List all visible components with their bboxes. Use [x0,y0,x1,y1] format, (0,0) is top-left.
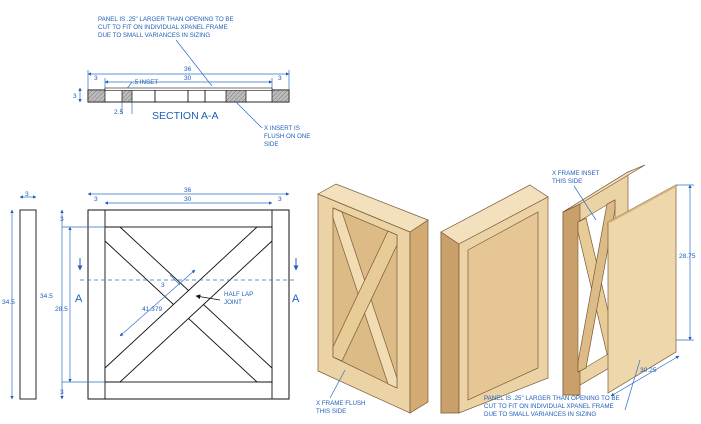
section-title: SECTION A-A [152,110,219,122]
section-view: PANEL IS .25" LARGER THAN OPENING TO BE … [73,16,310,148]
section-insert-note-line1: X INSERT IS [264,125,300,132]
section-x-member-right [225,89,247,103]
front-dim-inner: 30 [184,196,192,203]
iso-panel-leader [624,359,641,411]
section-panel [104,87,273,91]
section-panel-note-line1: PANEL IS .25" LARGER THAN OPENING TO BE [98,16,234,23]
front-dim-member: 3 [161,282,165,289]
side-stile [19,209,37,400]
side-dim-width: 3 [25,191,29,198]
iso2-left-edge [440,231,460,414]
front-dim-diag-line [119,269,196,337]
front-dim-top: 3 [60,216,64,223]
section-panel-note-line3: DUE TO SMALL VARIANCES IN SIZING [98,32,210,39]
section-mark-right: A [292,293,300,305]
section-outline [87,89,290,103]
iso3-left-edge [562,203,581,396]
front-dim-height: 34.5 [40,293,53,300]
section-panel-note-line2: CUT TO FIT ON INDIVIDUAL XPANEL FRAME [98,24,228,31]
section-dim-height: 3 [73,93,77,100]
section-mark-left: A [75,293,83,305]
section-x-member-left [121,89,133,103]
iso-panel-note-line2: CUT TO FIT ON INDIVIDUAL XPANEL FRAME [484,403,614,410]
iso-frame-inset: X FRAME INSET THIS SIDE 28.75 30.25 PANE… [484,164,696,418]
front-view: 36 30 3 3 34.5 28.5 3 3 A A 3 [40,187,300,400]
panel-edge [608,185,678,223]
front-dim-left: 3 [94,196,98,203]
iso-dim-panel-h: 28.75 [679,253,696,260]
iso-inset-leader [573,185,597,221]
front-dim-inner-height: 28.5 [55,306,68,313]
iso-panel-note-line1: PANEL IS .25" LARGER THAN OPENING TO BE [484,395,620,402]
iso1-top-edge [317,183,429,233]
iso-inset-note-line1: X FRAME INSET [552,170,600,177]
iso-flush-leader [329,369,346,399]
iso1-x-member-b [332,230,398,362]
section-inset-label: .5 INSET [133,79,158,86]
section-dim-right: 3 [278,75,282,82]
iso-panel-note-line3: DUE TO SMALL VARIANCES IN SIZING [484,411,596,418]
front-dim-bottom: 3 [60,389,64,396]
section-dim-inner: 30 [184,75,192,82]
half-lap-leader [195,294,221,301]
iso2-panel-inset [467,211,539,401]
section-left-stile [87,89,106,103]
half-lap-note-line1: HALF LAP [224,291,253,298]
side-view: 3 34.5 [2,191,37,400]
section-dim-left: 3 [94,75,98,82]
front-dim-diag: 41.379 [142,306,163,313]
section-panel-leader [175,39,213,87]
section-dim-small: 2.5 [114,109,123,116]
section-right-stile [271,89,290,103]
section-insert-leader [235,101,263,129]
front-dim-right: 3 [278,196,282,203]
section-insert-note-line2: FLUSH ON ONE [264,133,310,140]
iso-dim-panel-w: 30.25 [640,367,657,374]
iso3-x-member-b [577,199,616,373]
iso-flush-note-line2: THIS SIDE [316,408,346,415]
half-lap-note-line2: JOINT [224,299,242,306]
section-insert-note-line3: SIDE [264,141,278,148]
side-dim-height: 34.5 [2,299,15,306]
section-dim-overall: 36 [184,66,192,73]
iso3-loose-panel [607,184,677,394]
iso1-right-edge [409,219,429,414]
front-dim-overall: 36 [184,187,192,194]
iso-inset-note-line2: THIS SIDE [552,178,582,185]
iso-flush-note-line1: X FRAME FLUSH [316,400,366,407]
iso-frame-flush: X FRAME FLUSH THIS SIDE [316,183,429,415]
iso-dim-panel-w-line [610,355,680,397]
iso-frame-back [440,184,549,414]
